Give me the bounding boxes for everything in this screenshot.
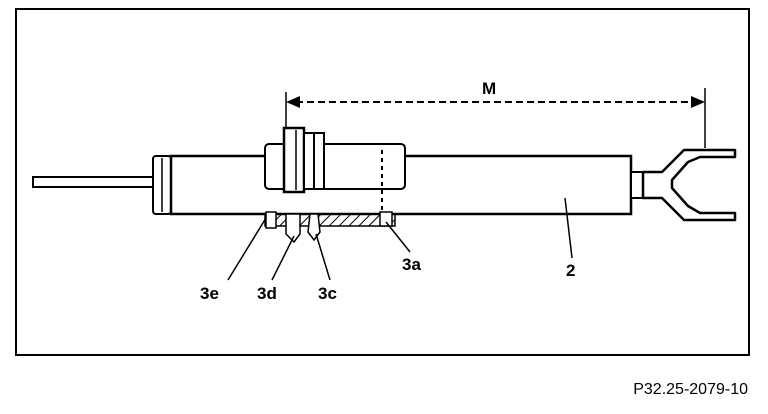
mounting-fork bbox=[641, 148, 737, 222]
diagram-frame bbox=[15, 8, 750, 356]
dimension-m bbox=[285, 88, 706, 148]
fork-neck bbox=[630, 171, 644, 199]
label-dimension-m: M bbox=[482, 79, 496, 98]
label-part-3d: 3d bbox=[257, 284, 277, 303]
reference-code: P32.25-2079-10 bbox=[633, 381, 748, 398]
label-housing: 2 bbox=[566, 261, 575, 280]
leader-lines bbox=[227, 197, 573, 281]
end-cap bbox=[152, 155, 172, 215]
seal-section bbox=[264, 211, 396, 244]
label-part-3e: 3e bbox=[200, 284, 219, 303]
label-part-3c: 3c bbox=[318, 284, 337, 303]
sensor-body bbox=[264, 126, 406, 212]
piston-rod bbox=[32, 176, 156, 188]
label-part-3a: 3a bbox=[402, 255, 421, 274]
